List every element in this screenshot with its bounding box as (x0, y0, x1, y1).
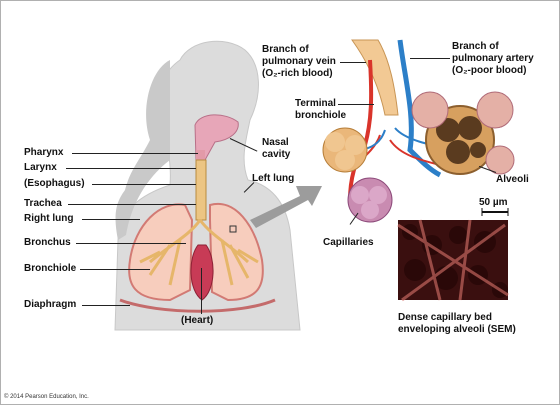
label-left-lung: Left lung (252, 173, 294, 185)
copyright-notice: © 2014 Pearson Education, Inc. (4, 394, 89, 400)
leader-bronchus (76, 243, 186, 244)
leader-pharynx (72, 153, 198, 154)
label-alveoli: Alveoli (496, 174, 529, 186)
label-diaphragm: Diaphragm (24, 299, 76, 311)
leader-trachea (68, 204, 196, 205)
label-capillaries: Capillaries (323, 237, 374, 249)
label-trachea: Trachea (24, 198, 62, 210)
leader-larynx (66, 168, 196, 169)
label-heart: (Heart) (181, 315, 213, 327)
label-bronchus: Bronchus (24, 237, 71, 249)
label-esophagus: (Esophagus) (24, 178, 85, 190)
label-branch-pulmonary-vein: Branch of pulmonary vein (O₂-rich blood) (262, 44, 336, 80)
leader-right-lung (82, 219, 140, 220)
label-nasal-cavity: Nasal cavity (262, 137, 290, 161)
label-right-lung: Right lung (24, 213, 73, 225)
scale-bar (482, 208, 508, 216)
sem-image (398, 220, 508, 300)
leader-terminal-bronchiole (338, 104, 374, 105)
leader-branch-artery (410, 58, 450, 59)
leader-esophagus (92, 184, 196, 185)
label-sem-caption: Dense capillary bed enveloping alveoli (… (398, 312, 516, 336)
leader-bronchiole (80, 269, 150, 270)
label-pharynx: Pharynx (24, 147, 63, 159)
label-larynx: Larynx (24, 162, 57, 174)
leader-branch-vein (340, 62, 366, 63)
label-branch-pulmonary-artery: Branch of pulmonary artery (O₂-poor bloo… (452, 41, 534, 77)
label-scale-bar: 50 µm (479, 197, 508, 209)
label-terminal-bronchiole: Terminal bronchiole (295, 98, 346, 122)
leader-diaphragm (82, 305, 130, 306)
label-bronchiole: Bronchiole (24, 263, 76, 275)
leader-heart (201, 268, 202, 314)
